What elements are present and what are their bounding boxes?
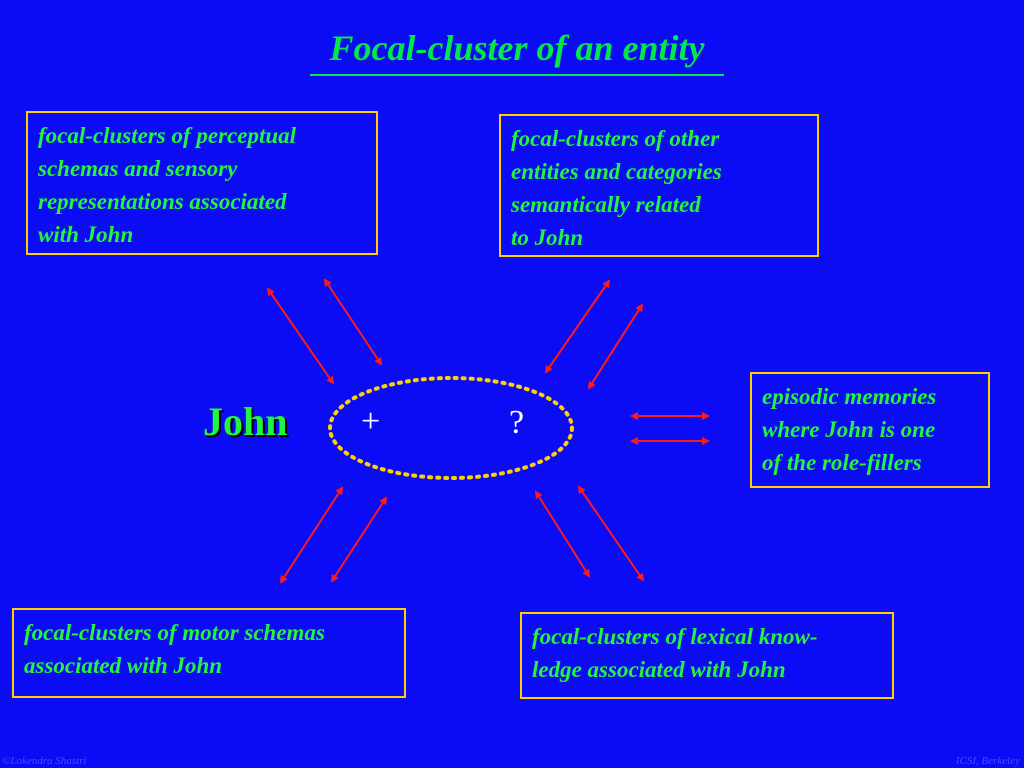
related-entities-box: focal-clusters of other entities and cat… <box>499 114 819 257</box>
arrow-perceptual-2 <box>323 278 383 366</box>
footer-author: ©Lokendra Shastri <box>2 755 87 767</box>
lexical-knowledge-box: focal-clusters of lexical know- ledge as… <box>520 612 894 699</box>
question-mark: ? <box>509 404 525 441</box>
episodic-memories-box: episodic memories where John is one of t… <box>750 372 990 488</box>
slide-title: Focal-cluster of an entity <box>329 28 705 68</box>
title-underline <box>310 74 724 76</box>
arrow-motor-2 <box>330 496 388 583</box>
footer-institution: ICSI, Berkeley <box>955 755 1020 767</box>
motor-schemas-box: focal-clusters of motor schemas associat… <box>12 608 406 698</box>
perceptual-schemas-box: focal-clusters of perceptual schemas and… <box>26 111 378 255</box>
arrow-entities-2 <box>587 303 644 390</box>
plus-sign: + <box>361 403 381 440</box>
arrow-entities-1 <box>544 279 611 374</box>
arrow-lexical-1 <box>534 490 591 578</box>
focal-cluster-ellipse <box>328 376 574 480</box>
arrow-motor-1 <box>279 486 344 584</box>
arrow-perceptual-1 <box>266 287 335 385</box>
entity-label: John <box>203 399 288 444</box>
arrow-lexical-2 <box>577 485 645 582</box>
